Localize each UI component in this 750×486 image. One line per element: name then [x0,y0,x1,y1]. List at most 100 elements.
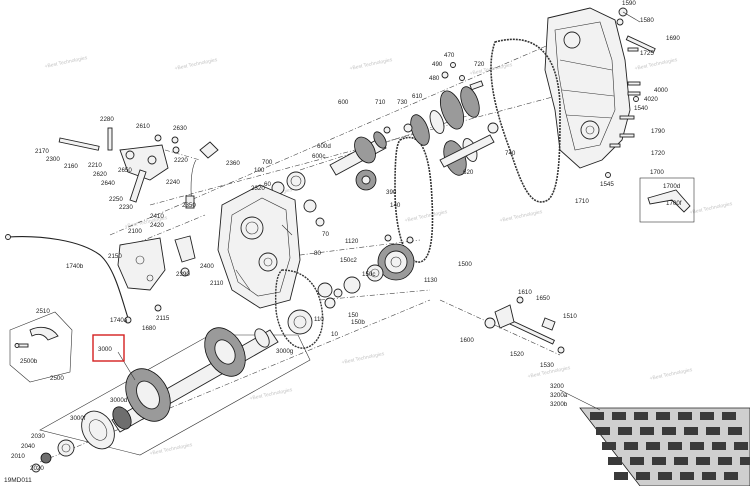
callout-1500: 1500 [458,261,472,268]
callout-10: 10 [331,331,338,338]
callout-1650: 1650 [536,295,550,302]
callout-1710: 1710 [575,198,589,205]
track-lug [718,457,732,465]
callout-3000g: 3000g [276,348,294,355]
callout-3200a: 3200a [550,392,568,399]
callout-2030: 2030 [31,433,45,440]
callout-3200b: 3200b [550,401,568,408]
track-lug [696,457,710,465]
callout-2650: 2650 [118,167,132,174]
callout-1690: 1690 [666,35,680,42]
callout-2410: 2410 [150,213,164,220]
watermark: +Best Technologies [689,201,733,216]
callout-4000: 4000 [654,87,668,94]
watermark: +Best Technologies [341,351,385,366]
watermark: +Best Technologies [174,57,218,72]
track-belt [579,407,750,486]
callout-1610: 1610 [518,289,532,296]
callout-3000: 3000 [98,346,112,353]
callout-2150: 2150 [108,253,122,260]
track-lug [678,412,692,420]
callout-150b: 150b [351,319,365,326]
track-drive-axle [39,327,311,456]
callout-2115: 2115 [156,315,170,322]
track-lug [740,457,750,465]
callout-2110: 2110 [210,280,224,287]
callout-2160: 2160 [64,163,78,170]
callout-110: 110 [314,316,324,323]
mounting-bracket [117,235,196,312]
diagram-id: 19MD011 [4,477,32,484]
callout-3200: 3200 [550,383,564,390]
callout-2400: 2400 [200,263,214,270]
callout-700: 700 [262,159,273,166]
track-lug [706,427,720,435]
callout-1680: 1680 [142,325,156,332]
leader-lines [117,11,641,411]
callout-1530: 1530 [540,362,554,369]
watermark: +Best Technologies [499,209,543,224]
callout-1700f: 1700f [666,200,682,207]
track-lug [734,442,748,450]
callout-600: 600 [338,99,349,106]
callout-150: 150 [348,312,359,319]
inset-part-1700 [639,177,695,223]
track-lug [590,412,604,420]
callout-720: 720 [474,61,485,68]
callout-3000d: 3000d [110,397,128,404]
drive-chain [394,38,561,263]
callout-2420: 2420 [150,222,164,229]
callout-2100: 2100 [128,228,142,235]
callout-2010: 2010 [11,453,25,460]
callout-2610: 2610 [136,123,150,130]
tensioner-assembly [484,296,565,354]
track-lug [612,412,626,420]
callout-100: 100 [254,167,265,174]
track-lug [640,427,654,435]
callout-1700: 1700 [650,169,664,176]
callout-labels: 1590158016901725470490480720400040201540… [11,0,682,472]
track-lug [652,457,666,465]
callout-1740b: 1740b [66,263,84,270]
callout-70: 70 [322,231,329,238]
track-lug [608,457,622,465]
track-lug [724,472,738,480]
callout-1720: 1720 [651,150,665,157]
track-lug [618,427,632,435]
gearbox-housing [217,184,301,309]
track-lug [636,472,650,480]
track-lug [700,412,714,420]
track-lug [634,412,648,420]
callout-2630: 2630 [173,125,187,132]
watermark: +Best Technologies [149,442,193,457]
track-lug [624,442,638,450]
callout-2240: 2240 [166,179,180,186]
watermark: +Best Technologies [634,57,678,72]
watermark: +Best Technologies [649,367,693,382]
callout-150c2: 150c2 [340,257,357,264]
track-lug [690,442,704,450]
callout-2350: 2350 [182,202,196,209]
callout-1790: 1790 [651,128,665,135]
track-lug [656,412,670,420]
callout-2020: 2020 [30,465,44,472]
callout-1520: 1520 [510,351,524,358]
callout-620: 620 [463,169,474,176]
callout-80: 80 [314,250,321,257]
callout-600d: 600d [317,143,331,150]
highlight-box [92,334,125,362]
upper-gear-cluster [271,62,499,227]
watermark: +Best Technologies [44,55,88,70]
callout-470: 470 [444,52,455,59]
callout-490: 490 [432,61,443,68]
callout-2360: 2360 [226,160,240,167]
track-lug [728,427,742,435]
track-lug [702,472,716,480]
callout-2320: 2320 [251,185,265,192]
track-lug [614,472,628,480]
track-lug [658,472,672,480]
callout-1725: 1725 [640,50,654,57]
callout-1540: 1540 [634,105,648,112]
callout-2390: 2390 [176,271,190,278]
